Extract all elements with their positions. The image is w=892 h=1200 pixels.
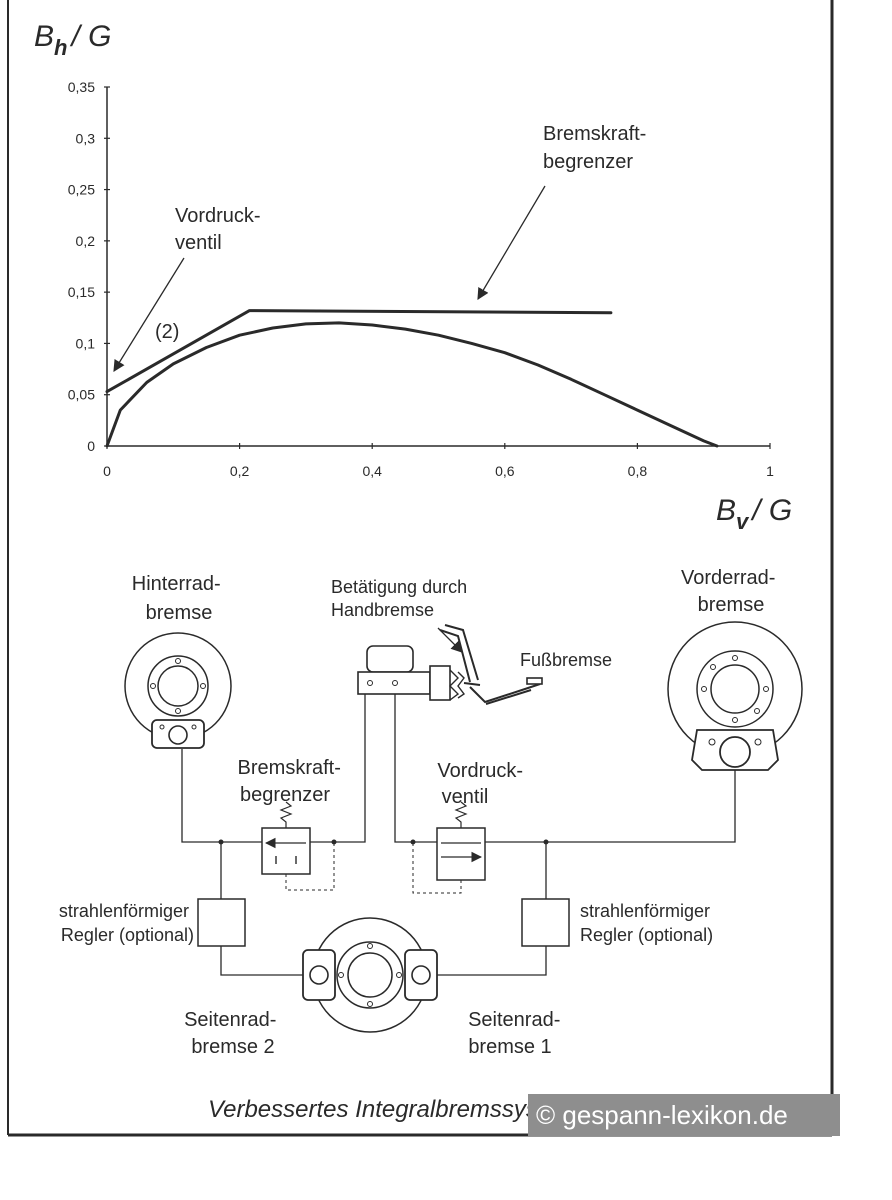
hinterrad-disc (124, 632, 232, 749)
label-vorderradbremse: Vorderrad- bremse (681, 567, 781, 616)
annotation-vordruckventil: Vordruck- ventil (175, 205, 266, 254)
y-axis-title-sub: h (54, 35, 67, 60)
x-tick-label: 0,2 (230, 463, 250, 479)
figure-caption: Verbessertes Integralbremssystem (208, 1096, 578, 1123)
y-ticks: 0 0,05 0,1 0,15 0,2 0,25 0,3 0,35 (68, 79, 110, 454)
x-axis-title: Bv/ G (716, 494, 792, 534)
label-hinterradbremse: Hinterrad- bremse (132, 573, 226, 624)
x-axis-title-main: B (716, 494, 736, 527)
y-tick-label: 0,2 (76, 233, 96, 249)
x-axis-title-sub: v (736, 509, 750, 534)
label-fussbremse: Fußbremse (520, 650, 612, 670)
y-tick-label: 0,25 (68, 182, 95, 198)
x-tick-label: 0,8 (628, 463, 648, 479)
x-tick-label: 0,4 (362, 463, 382, 479)
label-bremskraftbegrenzer: Bremskraft- begrenzer (238, 757, 347, 806)
vorderrad-disc (667, 621, 803, 771)
vordruckventil-valve (412, 801, 486, 894)
regler-box-right (521, 898, 570, 947)
x-axis-title-rest: / G (750, 494, 792, 527)
label-seitenradbremse-2: Seitenrad- bremse 2 (184, 1009, 282, 1058)
regler-box-left (197, 898, 246, 947)
master-cylinder (357, 645, 481, 701)
watermark: © gespann-lexikon.de (528, 1094, 840, 1136)
arrow-bremskraftbegrenzer (477, 185, 546, 301)
watermark-background (528, 1094, 840, 1136)
hand-lever (437, 624, 479, 683)
x-tick-label: 1 (766, 463, 774, 479)
y-tick-label: 0,3 (76, 130, 96, 146)
y-axis-title-rest: / G (69, 20, 111, 53)
x-ticks: 0 0,2 0,4 0,6 0,8 1 (103, 443, 774, 479)
series-line-2 (105, 321, 719, 448)
y-axis-title: Bh/ G (34, 20, 111, 60)
diagram-labels: Hinterrad- bremse Vorderrad- bremse Betä… (59, 567, 781, 1058)
watermark-text: © gespann-lexikon.de (536, 1100, 788, 1130)
annotation-curve-2: (2) (155, 321, 179, 343)
foot-pedal (469, 677, 543, 705)
x-tick-label: 0 (103, 463, 111, 479)
bremskraftbegrenzer-valve (261, 801, 335, 891)
brake-system-schematic (124, 621, 803, 1033)
y-axis-title-main: B (34, 20, 54, 53)
label-vordruckventil: Vordruck- ventil (437, 760, 528, 808)
series-line-1 (105, 309, 613, 394)
y-tick-label: 0,1 (76, 335, 96, 351)
chart: 0 0,05 0,1 0,15 0,2 0,25 0,3 0,35 0 0,2 0,4 0,6 0,8… (34, 20, 792, 534)
y-tick-label: 0,35 (68, 79, 95, 95)
label-regler-right: strahlenförmiger Regler (optional) (580, 901, 715, 945)
label-betaetigung-handbremse: Betätigung durch Handbremse (331, 577, 472, 620)
series-layer (105, 309, 719, 448)
x-tick-label: 0,6 (495, 463, 515, 479)
seitenrad-disc (302, 917, 438, 1033)
y-tick-label: 0,05 (68, 387, 95, 403)
label-regler-left: strahlenförmiger Regler (optional) (59, 901, 194, 945)
line-junctions (218, 839, 549, 845)
label-seitenradbremse-1: Seitenrad- bremse 1 (468, 1009, 566, 1058)
y-tick-label: 0 (87, 438, 95, 454)
annotation-bremskraftbegrenzer: Bremskraft- begrenzer (543, 123, 652, 173)
arrow-vordruckventil (113, 257, 185, 372)
y-tick-label: 0,15 (68, 284, 95, 300)
hydraulic-lines (181, 694, 736, 976)
